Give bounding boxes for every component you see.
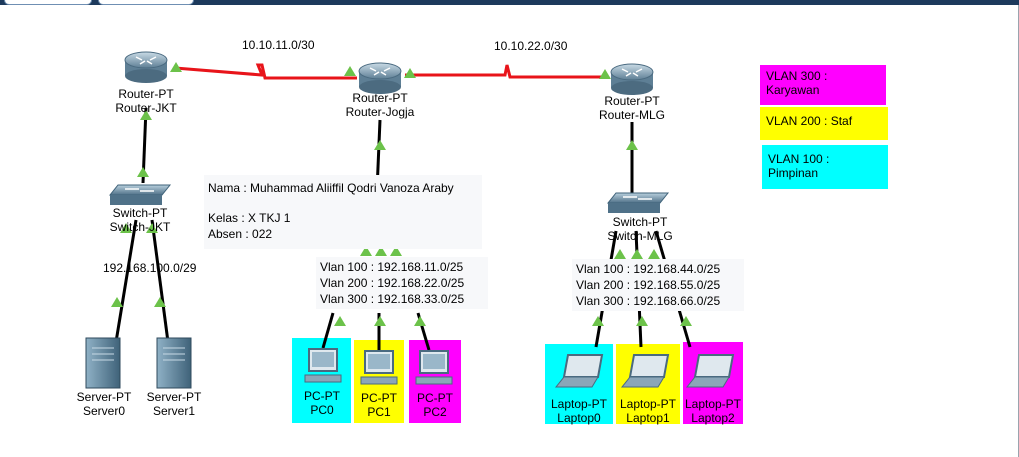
- device-type: Laptop-PT: [684, 397, 742, 411]
- device-name: PC0: [310, 403, 334, 417]
- router-jkt-label[interactable]: Router-PT Router-JKT: [106, 87, 186, 115]
- switch-jkt-label[interactable]: Switch-PT Switch-JKT: [100, 206, 180, 234]
- note-class: Kelas : X TKJ 1: [208, 211, 291, 225]
- router-jkt-icon: [124, 51, 168, 83]
- pc2-label[interactable]: PC-PT PC2: [407, 391, 463, 419]
- device-name: PC2: [423, 405, 447, 419]
- server0-label[interactable]: Server-PT Server0: [66, 390, 142, 418]
- device-name: Laptop0: [557, 411, 601, 425]
- note-attendance: Absen : 022: [208, 227, 273, 241]
- pc0-icon: [304, 348, 342, 383]
- device-type: Router-PT: [604, 94, 660, 108]
- device-type: PC-PT: [417, 391, 453, 405]
- link-lights: [111, 62, 692, 326]
- laptop2-label[interactable]: Laptop-PT Laptop2: [680, 397, 746, 425]
- laptop1-icon: [620, 354, 670, 388]
- vlan-line: Vlan 100 : 192.168.44.0/25: [576, 262, 721, 276]
- laptop1-label[interactable]: Laptop-PT Laptop1: [614, 397, 682, 425]
- serial-link-jkt-jogja: [174, 63, 357, 80]
- legend-vlan-300[interactable]: VLAN 300 : Karyawan: [760, 65, 886, 105]
- device-type: Server-PT: [76, 390, 132, 404]
- pc1-label[interactable]: PC-PT PC1: [352, 391, 406, 419]
- device-name: Router-JKT: [115, 101, 177, 115]
- serial-link-jogja-mlg: [405, 64, 603, 79]
- device-type: PC-PT: [361, 391, 397, 405]
- device-type: Router-PT: [118, 87, 174, 101]
- vlan-line: Vlan 200 : 192.168.55.0/25: [576, 278, 721, 292]
- device-type: Switch-PT: [112, 206, 168, 220]
- link-label-jogja-mlg: 10.10.22.0/30: [494, 39, 568, 53]
- topology-diagram: [85, 51, 735, 389]
- server0-icon: [85, 337, 121, 389]
- legend-vlan-100[interactable]: VLAN 100 : Pimpinan: [762, 145, 888, 189]
- device-name: Switch-JKT: [109, 220, 171, 234]
- device-type: Router-PT: [352, 91, 408, 105]
- device-name: Switch-MLG: [607, 229, 673, 243]
- device-type: Server-PT: [146, 390, 202, 404]
- laptop2-icon: [685, 354, 735, 388]
- device-type: PC-PT: [304, 389, 340, 403]
- topology-workspace[interactable]: 10.10.11.0/30 10.10.22.0/30 192.168.100.…: [0, 5, 1019, 457]
- device-name: Router-Jogja: [345, 105, 415, 119]
- device-type: Switch-PT: [612, 215, 668, 229]
- server1-icon: [156, 337, 192, 389]
- vlan-line: Vlan 300 : 192.168.66.0/25: [576, 294, 721, 308]
- router-mlg-icon: [610, 63, 654, 95]
- device-name: Laptop1: [626, 411, 670, 425]
- vlan-line: Vlan 100 : 192.168.11.0/25: [320, 260, 464, 274]
- link-label-jkt-jogja: 10.10.11.0/30: [242, 38, 315, 52]
- legend-vlan-200[interactable]: VLAN 200 : Staf: [760, 107, 888, 140]
- jogja-vlan-note[interactable]: Vlan 100 : 192.168.11.0/25 Vlan 200 : 19…: [316, 257, 488, 309]
- router-jogja-icon: [358, 62, 402, 94]
- device-name: Server1: [152, 404, 196, 418]
- vlan-line: Vlan 300 : 192.168.33.0/25: [320, 292, 465, 306]
- router-jogja-label[interactable]: Router-PT Router-Jogja: [338, 91, 422, 119]
- server1-label[interactable]: Server-PT Server1: [136, 390, 212, 418]
- server-network-label: 192.168.100.0/29: [103, 261, 197, 275]
- mlg-vlan-note[interactable]: Vlan 100 : 192.168.44.0/25 Vlan 200 : 19…: [572, 259, 744, 311]
- device-name: Router-MLG: [598, 108, 666, 122]
- vlan-line: Vlan 200 : 192.168.22.0/25: [320, 276, 465, 290]
- note-name: Nama : Muhammad Aliiffil Qodri Vanoza Ar…: [208, 181, 454, 195]
- author-note[interactable]: Nama : Muhammad Aliiffil Qodri Vanoza Ar…: [204, 175, 482, 249]
- pc1-icon: [360, 350, 398, 385]
- device-name: Laptop2: [691, 411, 735, 425]
- router-mlg-label[interactable]: Router-PT Router-MLG: [592, 94, 672, 122]
- device-type: Laptop-PT: [619, 397, 677, 411]
- pc0-label[interactable]: PC-PT PC0: [294, 389, 350, 417]
- device-type: Laptop-PT: [550, 397, 608, 411]
- laptop0-icon: [554, 354, 604, 388]
- laptop0-label[interactable]: Laptop-PT Laptop0: [545, 397, 613, 425]
- device-name: PC1: [367, 405, 391, 419]
- pc2-icon: [415, 350, 453, 385]
- switch-mlg-label[interactable]: Switch-PT Switch-MLG: [598, 215, 682, 243]
- switch-jkt-icon: [108, 184, 172, 205]
- switch-mlg-icon: [606, 192, 670, 213]
- device-name: Server0: [82, 404, 126, 418]
- window-top-bar: [0, 0, 1019, 5]
